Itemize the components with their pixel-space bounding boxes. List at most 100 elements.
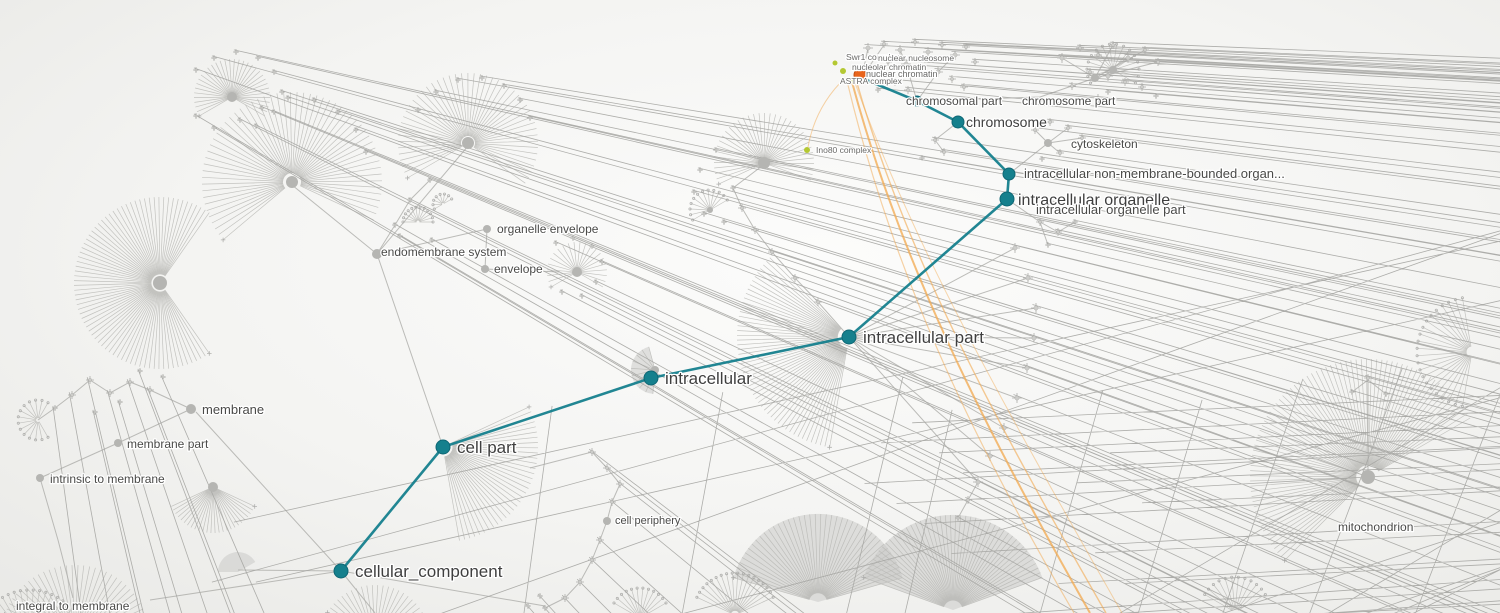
green-highlight-node[interactable]	[848, 78, 854, 84]
node-label-cell_periphery[interactable]: cell periphery	[614, 514, 683, 529]
node-label-envelope[interactable]: envelope	[493, 261, 545, 278]
node-label-chromosomal_part[interactable]: chromosomal part	[905, 93, 1004, 110]
fan-wedge	[733, 513, 903, 602]
node-label-intracellular[interactable]: intracellular	[664, 368, 754, 390]
gray-node[interactable]	[36, 474, 44, 482]
graph-node-cellular_component[interactable]	[333, 563, 349, 579]
fan-tips	[716, 181, 721, 187]
fan-spokes	[327, 585, 423, 613]
fan-spokes	[193, 59, 271, 117]
node-label-intracellular_non_membrane_bounded_organelle[interactable]: intracellular non-membrane-bounded organ…	[1023, 165, 1286, 183]
fan-spokes	[171, 488, 255, 534]
fan-wedge	[218, 552, 256, 572]
fan-tips	[220, 237, 226, 243]
gray-nodes	[36, 66, 1375, 525]
green-highlight-node[interactable]	[832, 60, 838, 66]
fan-spokes	[1417, 297, 1472, 407]
orange-edge-bundle	[807, 77, 1123, 613]
node-label-nuclear_nucleosome[interactable]: nuclear nucleosome	[877, 52, 956, 65]
tree-edges	[37, 44, 1387, 613]
graph-node-intracellular_non_membrane_bounded_organelle[interactable]	[1002, 167, 1016, 181]
fan-tips	[861, 575, 866, 580]
gray-node[interactable]	[572, 267, 582, 277]
fan-tips	[16, 398, 50, 442]
node-label-intrinsic_to_membrane[interactable]: intrinsic to membrane	[49, 471, 167, 488]
gray-node[interactable]	[481, 265, 489, 273]
gray-node[interactable]	[186, 404, 196, 414]
fan-tips	[0, 588, 74, 612]
fan-tips	[207, 351, 212, 356]
node-label-astra_complex[interactable]: ASTRA complex	[839, 75, 904, 88]
gray-node[interactable]	[286, 176, 298, 188]
fan-spokes	[397, 72, 539, 184]
node-label-membrane[interactable]: membrane	[201, 401, 266, 419]
green-highlight-node[interactable]	[804, 147, 810, 153]
node-label-chromosome[interactable]: chromosome	[965, 113, 1049, 132]
gray-node[interactable]	[758, 157, 770, 169]
gray-node[interactable]	[114, 439, 122, 447]
gray-node[interactable]	[707, 207, 713, 213]
node-label-cytoskeleton[interactable]: cytoskeleton	[1070, 136, 1139, 153]
fan-spokes	[6, 565, 144, 613]
graph-node-intracellular_part[interactable]	[841, 329, 857, 345]
node-label-intracellular_part[interactable]: intracellular part	[862, 327, 986, 349]
gray-node[interactable]	[1109, 66, 1117, 74]
node-label-cellular_component[interactable]: cellular_component	[354, 561, 504, 583]
fan-tips	[731, 575, 736, 580]
fan-spokes	[201, 91, 383, 241]
gray-node[interactable]	[1091, 74, 1099, 82]
node-label-nucleolar_chromatin[interactable]: nucleolar chromatin	[851, 61, 928, 74]
gray-node[interactable]	[372, 249, 382, 259]
graph-node-intracellular_organelle[interactable]	[999, 191, 1015, 207]
fan-spokes	[713, 112, 815, 185]
node-label-intracellular_organelle[interactable]: intracellular organelle	[1017, 191, 1172, 211]
gray-node[interactable]	[227, 92, 237, 102]
green-highlight-node[interactable]	[840, 68, 846, 74]
gray-node[interactable]	[153, 276, 167, 290]
node-label-endomembrane_system[interactable]: endomembrane system	[380, 244, 508, 261]
fan-spokes	[432, 194, 452, 210]
node-label-membrane_part[interactable]: membrane part	[126, 436, 211, 453]
orange-edge	[807, 77, 846, 148]
fan-spokes	[444, 406, 539, 541]
burst-cores	[53, 40, 1388, 610]
node-label-organelle_envelope[interactable]: organelle envelope	[496, 221, 600, 238]
graph-node-chromosomal_part[interactable]	[911, 95, 923, 107]
node-label-integral_to_membrane[interactable]: integral to membrane	[15, 598, 131, 613]
graph-node-chromosome[interactable]	[951, 115, 965, 129]
node-label-cell_part[interactable]: cell part	[456, 437, 518, 459]
fan-tips	[405, 175, 410, 181]
graph-node-cell_part[interactable]	[435, 439, 451, 455]
gray-node[interactable]	[1044, 139, 1052, 147]
graph-node-nuclear_chromatin[interactable]	[853, 68, 867, 82]
fan-spokes	[403, 207, 433, 223]
gray-node[interactable]	[603, 517, 611, 525]
fan-spokes	[613, 588, 667, 613]
node-label-mitochondrion[interactable]: mitochondrion	[1337, 519, 1415, 536]
fan-tips	[548, 284, 554, 290]
orange-edge	[856, 82, 1107, 613]
gray-node[interactable]	[483, 225, 491, 233]
orange-edge	[853, 79, 1123, 613]
node-labels: cellular_component cell part intracellular…	[15, 51, 1415, 613]
gray-node[interactable]	[208, 482, 218, 492]
node-label-ino80_complex[interactable]: Ino80 complex	[815, 144, 874, 157]
fan-tips	[526, 404, 532, 410]
fan-tips	[827, 445, 832, 450]
fan-spokes	[736, 257, 848, 448]
gray-node[interactable]	[1361, 470, 1375, 484]
node-label-swr1_complex[interactable]: Swr1 complex	[845, 51, 902, 64]
gray-node[interactable]	[462, 137, 474, 149]
fan-tips	[431, 192, 454, 211]
node-label-nuclear_chromatin[interactable]: nuclear chromatin	[865, 68, 939, 81]
node-label-chromosome_part[interactable]: chromosome part	[1021, 93, 1118, 110]
leaf-bursts	[52, 38, 1500, 613]
highlight-path	[339, 77, 1011, 573]
highlight-edges	[339, 77, 1011, 573]
graph-node-intracellular[interactable]	[643, 370, 659, 386]
orange-edge	[847, 84, 1075, 613]
fan-tips	[252, 504, 257, 509]
node-label-intracellular_organelle_part[interactable]: intracellular organelle part	[1035, 201, 1188, 219]
